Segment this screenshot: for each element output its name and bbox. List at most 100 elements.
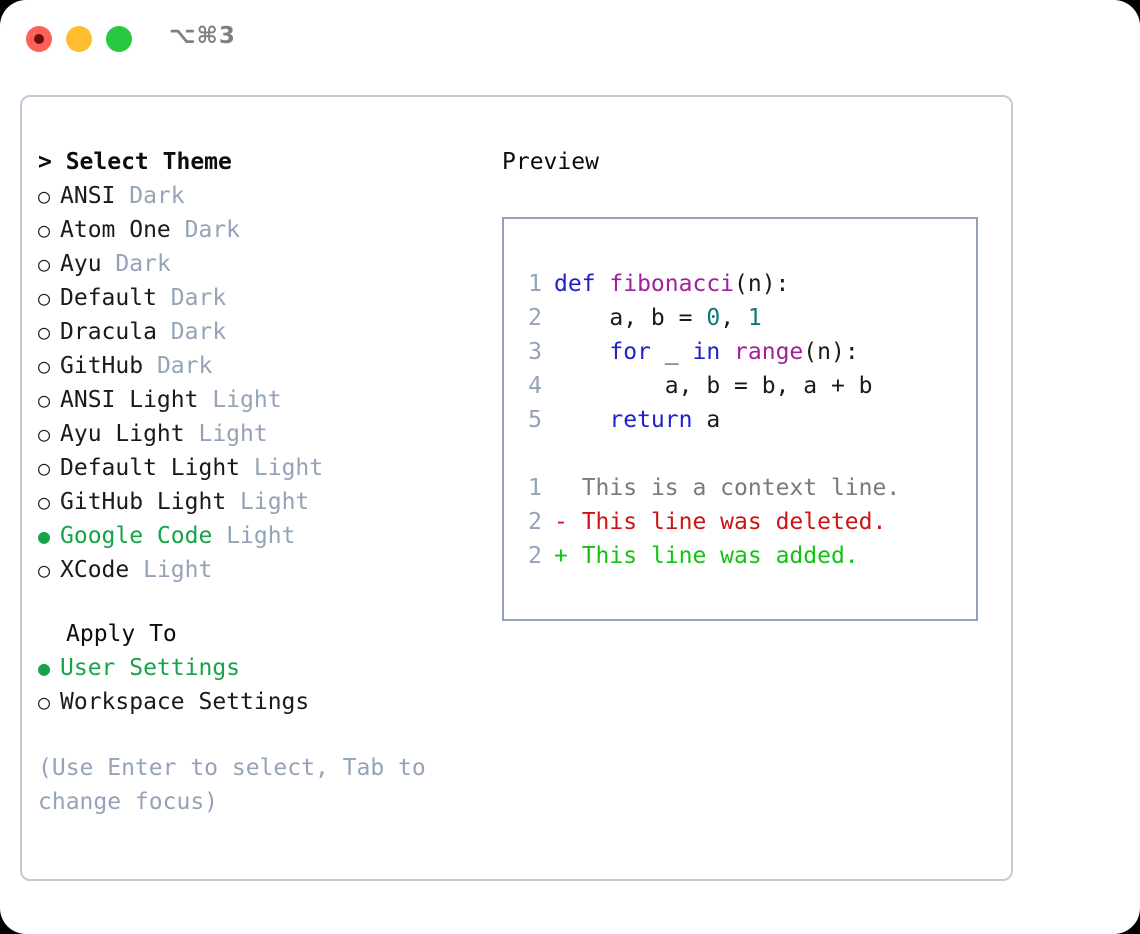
apply-to-option-label: Workspace Settings bbox=[60, 689, 310, 715]
radio-unselected-icon: ○ bbox=[38, 218, 51, 242]
code-diff-separator bbox=[516, 437, 970, 471]
code-token-punc: (n): bbox=[803, 339, 859, 365]
theme-name: Dracula bbox=[60, 319, 157, 345]
code-token-punc: a, b = b, a + b bbox=[554, 373, 873, 399]
spacer bbox=[185, 417, 199, 451]
theme-list-item[interactable]: ○ Atom One Dark bbox=[38, 213, 488, 247]
panel-columns: > Select Theme ○ANSI Dark○Atom One Dark○… bbox=[22, 97, 1011, 879]
radio-unselected-icon: ○ bbox=[38, 388, 51, 412]
diff-line: 1 This is a context line. bbox=[516, 471, 970, 505]
code-line: 3 for _ in range(n): bbox=[516, 335, 970, 369]
code-token-fn: fibonacci bbox=[609, 271, 735, 297]
radio-unselected-icon: ○ bbox=[38, 456, 51, 480]
title-bar: ⌥⌘3 bbox=[0, 0, 1140, 78]
code-token-num: 1 bbox=[747, 305, 762, 331]
code-token-punc bbox=[554, 335, 609, 369]
code-line: 4 a, b = b, a + b bbox=[516, 369, 970, 403]
diff-block: 1 This is a context line.2- This line wa… bbox=[516, 471, 970, 573]
code-token-fn: range bbox=[734, 339, 804, 365]
theme-name: Default bbox=[60, 285, 157, 311]
radio-unselected-icon: ○ bbox=[38, 422, 51, 446]
radio-selected-icon: ● bbox=[38, 524, 51, 548]
theme-name: Ayu Light bbox=[60, 421, 185, 447]
code-token-punc: , bbox=[720, 305, 748, 331]
radio-unselected-icon: ○ bbox=[38, 252, 51, 276]
theme-name: XCode bbox=[60, 557, 130, 583]
line-number: 1 bbox=[528, 271, 542, 297]
diff-line: 2- This line was deleted. bbox=[516, 505, 970, 539]
radio-unselected-icon: ○ bbox=[38, 690, 51, 714]
theme-list-item[interactable]: ○ Ayu Light Light bbox=[38, 417, 488, 451]
theme-name: ANSI Light bbox=[60, 387, 199, 413]
apply-to-option-list[interactable]: ● User Settings ○ Workspace Settings bbox=[38, 651, 488, 719]
diff-line: 2+ This line was added. bbox=[516, 539, 970, 573]
theme-list-item[interactable]: ○GitHub Dark bbox=[38, 349, 488, 383]
diff-text-add: This line was added. bbox=[567, 543, 859, 569]
line-number: 3 bbox=[528, 339, 542, 365]
theme-kind-label: Light bbox=[198, 421, 268, 447]
theme-name: Atom One bbox=[60, 217, 171, 243]
theme-list-item[interactable]: ○GitHub Light Light bbox=[38, 485, 488, 519]
theme-name: Ayu bbox=[60, 251, 102, 277]
minimize-button[interactable] bbox=[66, 26, 92, 52]
apply-to-option[interactable]: ○ Workspace Settings bbox=[38, 685, 488, 719]
code-line: 2 a, b = 0, 1 bbox=[516, 301, 970, 335]
line-number: 2 bbox=[528, 509, 542, 535]
theme-list-item[interactable]: ○XCode Light bbox=[38, 553, 488, 587]
theme-list-item[interactable]: ○ Ayu Dark bbox=[38, 247, 488, 281]
theme-kind-label: Dark bbox=[184, 217, 241, 243]
select-theme-header: > Select Theme bbox=[38, 149, 232, 175]
apply-to-section: Apply To ● User Settings ○ Workspace Settin… bbox=[38, 617, 488, 719]
spacer bbox=[226, 485, 240, 519]
code-token-punc bbox=[554, 403, 609, 437]
radio-unselected-icon: ○ bbox=[38, 320, 51, 344]
radio-unselected-icon: ○ bbox=[38, 354, 51, 378]
theme-list-item[interactable]: ○ Default Dark bbox=[38, 281, 488, 315]
code-token-punc: _ bbox=[650, 339, 693, 365]
theme-list-item[interactable]: ○ANSI Dark bbox=[38, 179, 488, 213]
theme-list-item[interactable]: ● Google Code Light bbox=[38, 519, 488, 553]
code-token-punc: a, b = bbox=[554, 305, 707, 331]
traffic-light-group bbox=[26, 26, 132, 52]
diff-marker-add: + bbox=[554, 543, 568, 569]
theme-selector-column: > Select Theme ○ANSI Dark○Atom One Dark○… bbox=[38, 145, 488, 819]
line-number: 1 bbox=[528, 475, 542, 501]
preview-title: Preview bbox=[502, 149, 599, 175]
close-button[interactable] bbox=[26, 26, 52, 52]
radio-selected-icon: ● bbox=[38, 656, 51, 680]
line-number: 4 bbox=[528, 373, 542, 399]
theme-list-item[interactable]: ○ Dracula Dark bbox=[38, 315, 488, 349]
theme-kind-label: Dark bbox=[115, 251, 171, 277]
radio-unselected-icon: ○ bbox=[38, 490, 51, 514]
theme-kind-label: Light bbox=[143, 557, 213, 583]
line-number: 5 bbox=[528, 407, 542, 433]
apply-to-option[interactable]: ● User Settings bbox=[38, 651, 488, 685]
theme-list[interactable]: ○ANSI Dark○Atom One Dark○Ayu Dark○Defaul… bbox=[38, 179, 488, 587]
theme-name: Google Code bbox=[60, 523, 213, 549]
theme-list-item[interactable]: ○ ANSI Light Light bbox=[38, 383, 488, 417]
maximize-button[interactable] bbox=[106, 26, 132, 52]
theme-kind-label: Dark bbox=[170, 285, 227, 311]
theme-kind-label: Dark bbox=[170, 319, 227, 345]
recording-indicator-icon bbox=[34, 34, 44, 44]
theme-kind-label: Light bbox=[226, 523, 296, 549]
apply-to-title: Apply To bbox=[66, 621, 177, 647]
radio-unselected-icon: ○ bbox=[38, 184, 51, 208]
spacer bbox=[115, 179, 129, 213]
spacer bbox=[198, 383, 212, 417]
window-title-shortcut: ⌥⌘3 bbox=[169, 23, 236, 49]
code-token-punc bbox=[720, 335, 734, 369]
spacer bbox=[157, 315, 171, 349]
theme-name: Default Light bbox=[60, 455, 241, 481]
apply-to-option-label: User Settings bbox=[60, 655, 241, 681]
radio-unselected-icon: ○ bbox=[38, 286, 51, 310]
theme-kind-label: Light bbox=[212, 387, 282, 413]
line-number: 2 bbox=[528, 305, 542, 331]
theme-list-item[interactable]: ○Default Light Light bbox=[38, 451, 488, 485]
main-panel: > Select Theme ○ANSI Dark○Atom One Dark○… bbox=[20, 95, 1013, 881]
